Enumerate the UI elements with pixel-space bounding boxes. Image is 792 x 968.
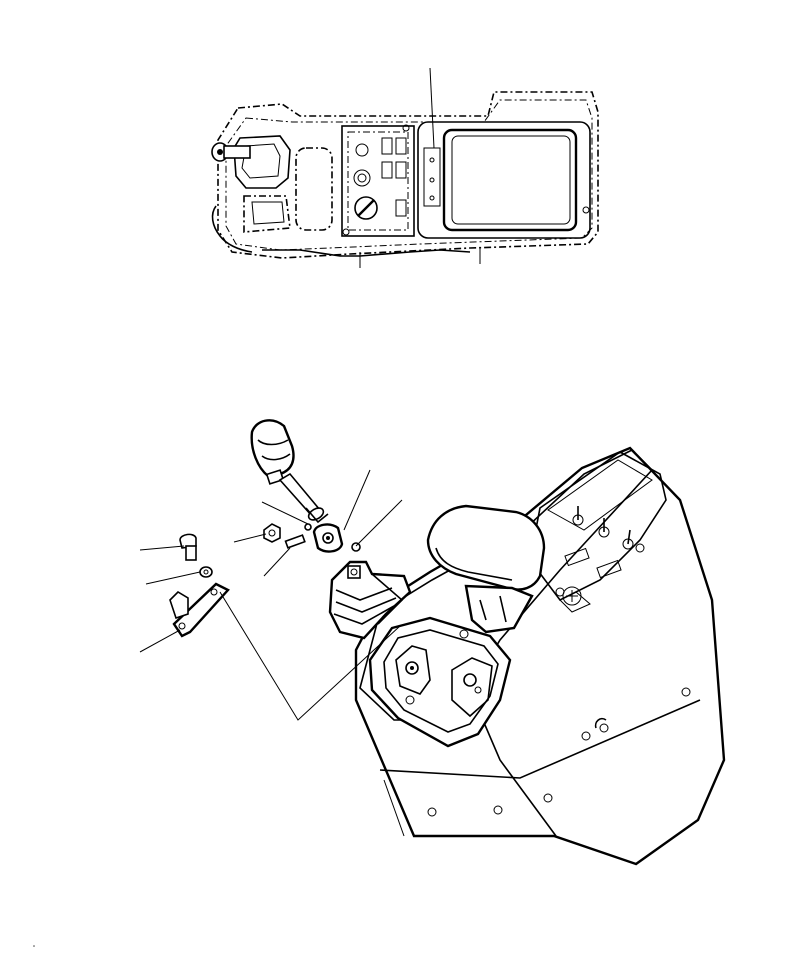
pivot-pin bbox=[284, 534, 306, 549]
callout-leader bbox=[145, 571, 201, 585]
top-view-switch-panel-inner bbox=[347, 131, 409, 231]
console-switch-row bbox=[559, 506, 645, 613]
top-view-callout-leader bbox=[429, 67, 435, 149]
top-view-screw bbox=[402, 124, 410, 132]
top-view-lever-boot-inner bbox=[241, 143, 281, 179]
top-view-pocket bbox=[295, 147, 333, 231]
mounting-bracket bbox=[169, 582, 230, 638]
callout-leader bbox=[261, 501, 309, 525]
top-view-lever-boot bbox=[233, 135, 291, 189]
top-view-monitor-inner bbox=[451, 135, 571, 225]
small-washer bbox=[304, 523, 312, 531]
top-view-switch-panel bbox=[341, 125, 415, 237]
armrest-pad bbox=[426, 504, 546, 634]
lever-well bbox=[368, 616, 512, 748]
hex-nut bbox=[263, 523, 281, 543]
top-view-side-hose bbox=[211, 205, 253, 253]
assembly-guide-line bbox=[219, 591, 401, 721]
top-view-monitor-frame bbox=[417, 121, 591, 239]
lever-grip bbox=[250, 419, 295, 485]
top-view-rotary-knob bbox=[354, 196, 378, 220]
ball-detent bbox=[351, 542, 361, 552]
armrest-post bbox=[464, 584, 534, 634]
top-view-screw bbox=[342, 228, 350, 236]
top-view-monitor-led bbox=[429, 195, 435, 201]
console-side-edge bbox=[379, 699, 701, 779]
flat-washer bbox=[199, 566, 213, 578]
lever-shaft bbox=[278, 472, 329, 524]
console-rear-module-top bbox=[547, 459, 653, 531]
top-view-console bbox=[211, 67, 599, 268]
callout-leader bbox=[139, 629, 181, 653]
top-view-monitor-side-panel bbox=[423, 147, 441, 207]
callout-leader bbox=[233, 533, 267, 543]
page-mark bbox=[33, 945, 35, 947]
top-view-monitor-screen bbox=[442, 128, 578, 232]
top-view-outline bbox=[217, 91, 599, 259]
top-view-monitor-led bbox=[429, 157, 435, 163]
top-view-switches bbox=[353, 137, 407, 217]
mounting-bolt bbox=[179, 533, 197, 561]
top-view-lower-box-inner bbox=[251, 201, 285, 225]
callout-leaders bbox=[139, 469, 403, 653]
callout-leader bbox=[355, 499, 403, 547]
top-view-lever-knob bbox=[211, 142, 251, 162]
top-view-screw bbox=[582, 206, 590, 214]
callout-leader bbox=[139, 545, 185, 551]
top-view-monitor-led bbox=[429, 177, 435, 183]
exploded-lever-assembly bbox=[169, 419, 412, 721]
console-lower-seam bbox=[383, 779, 405, 837]
lever-boot bbox=[328, 560, 412, 640]
callout-leader bbox=[263, 547, 291, 577]
console-mounting-holes bbox=[427, 587, 691, 817]
top-view-inner-outline bbox=[225, 99, 593, 251]
iso-view-console bbox=[354, 446, 726, 866]
callout-leader bbox=[343, 469, 371, 531]
lever-clevis bbox=[312, 523, 344, 553]
